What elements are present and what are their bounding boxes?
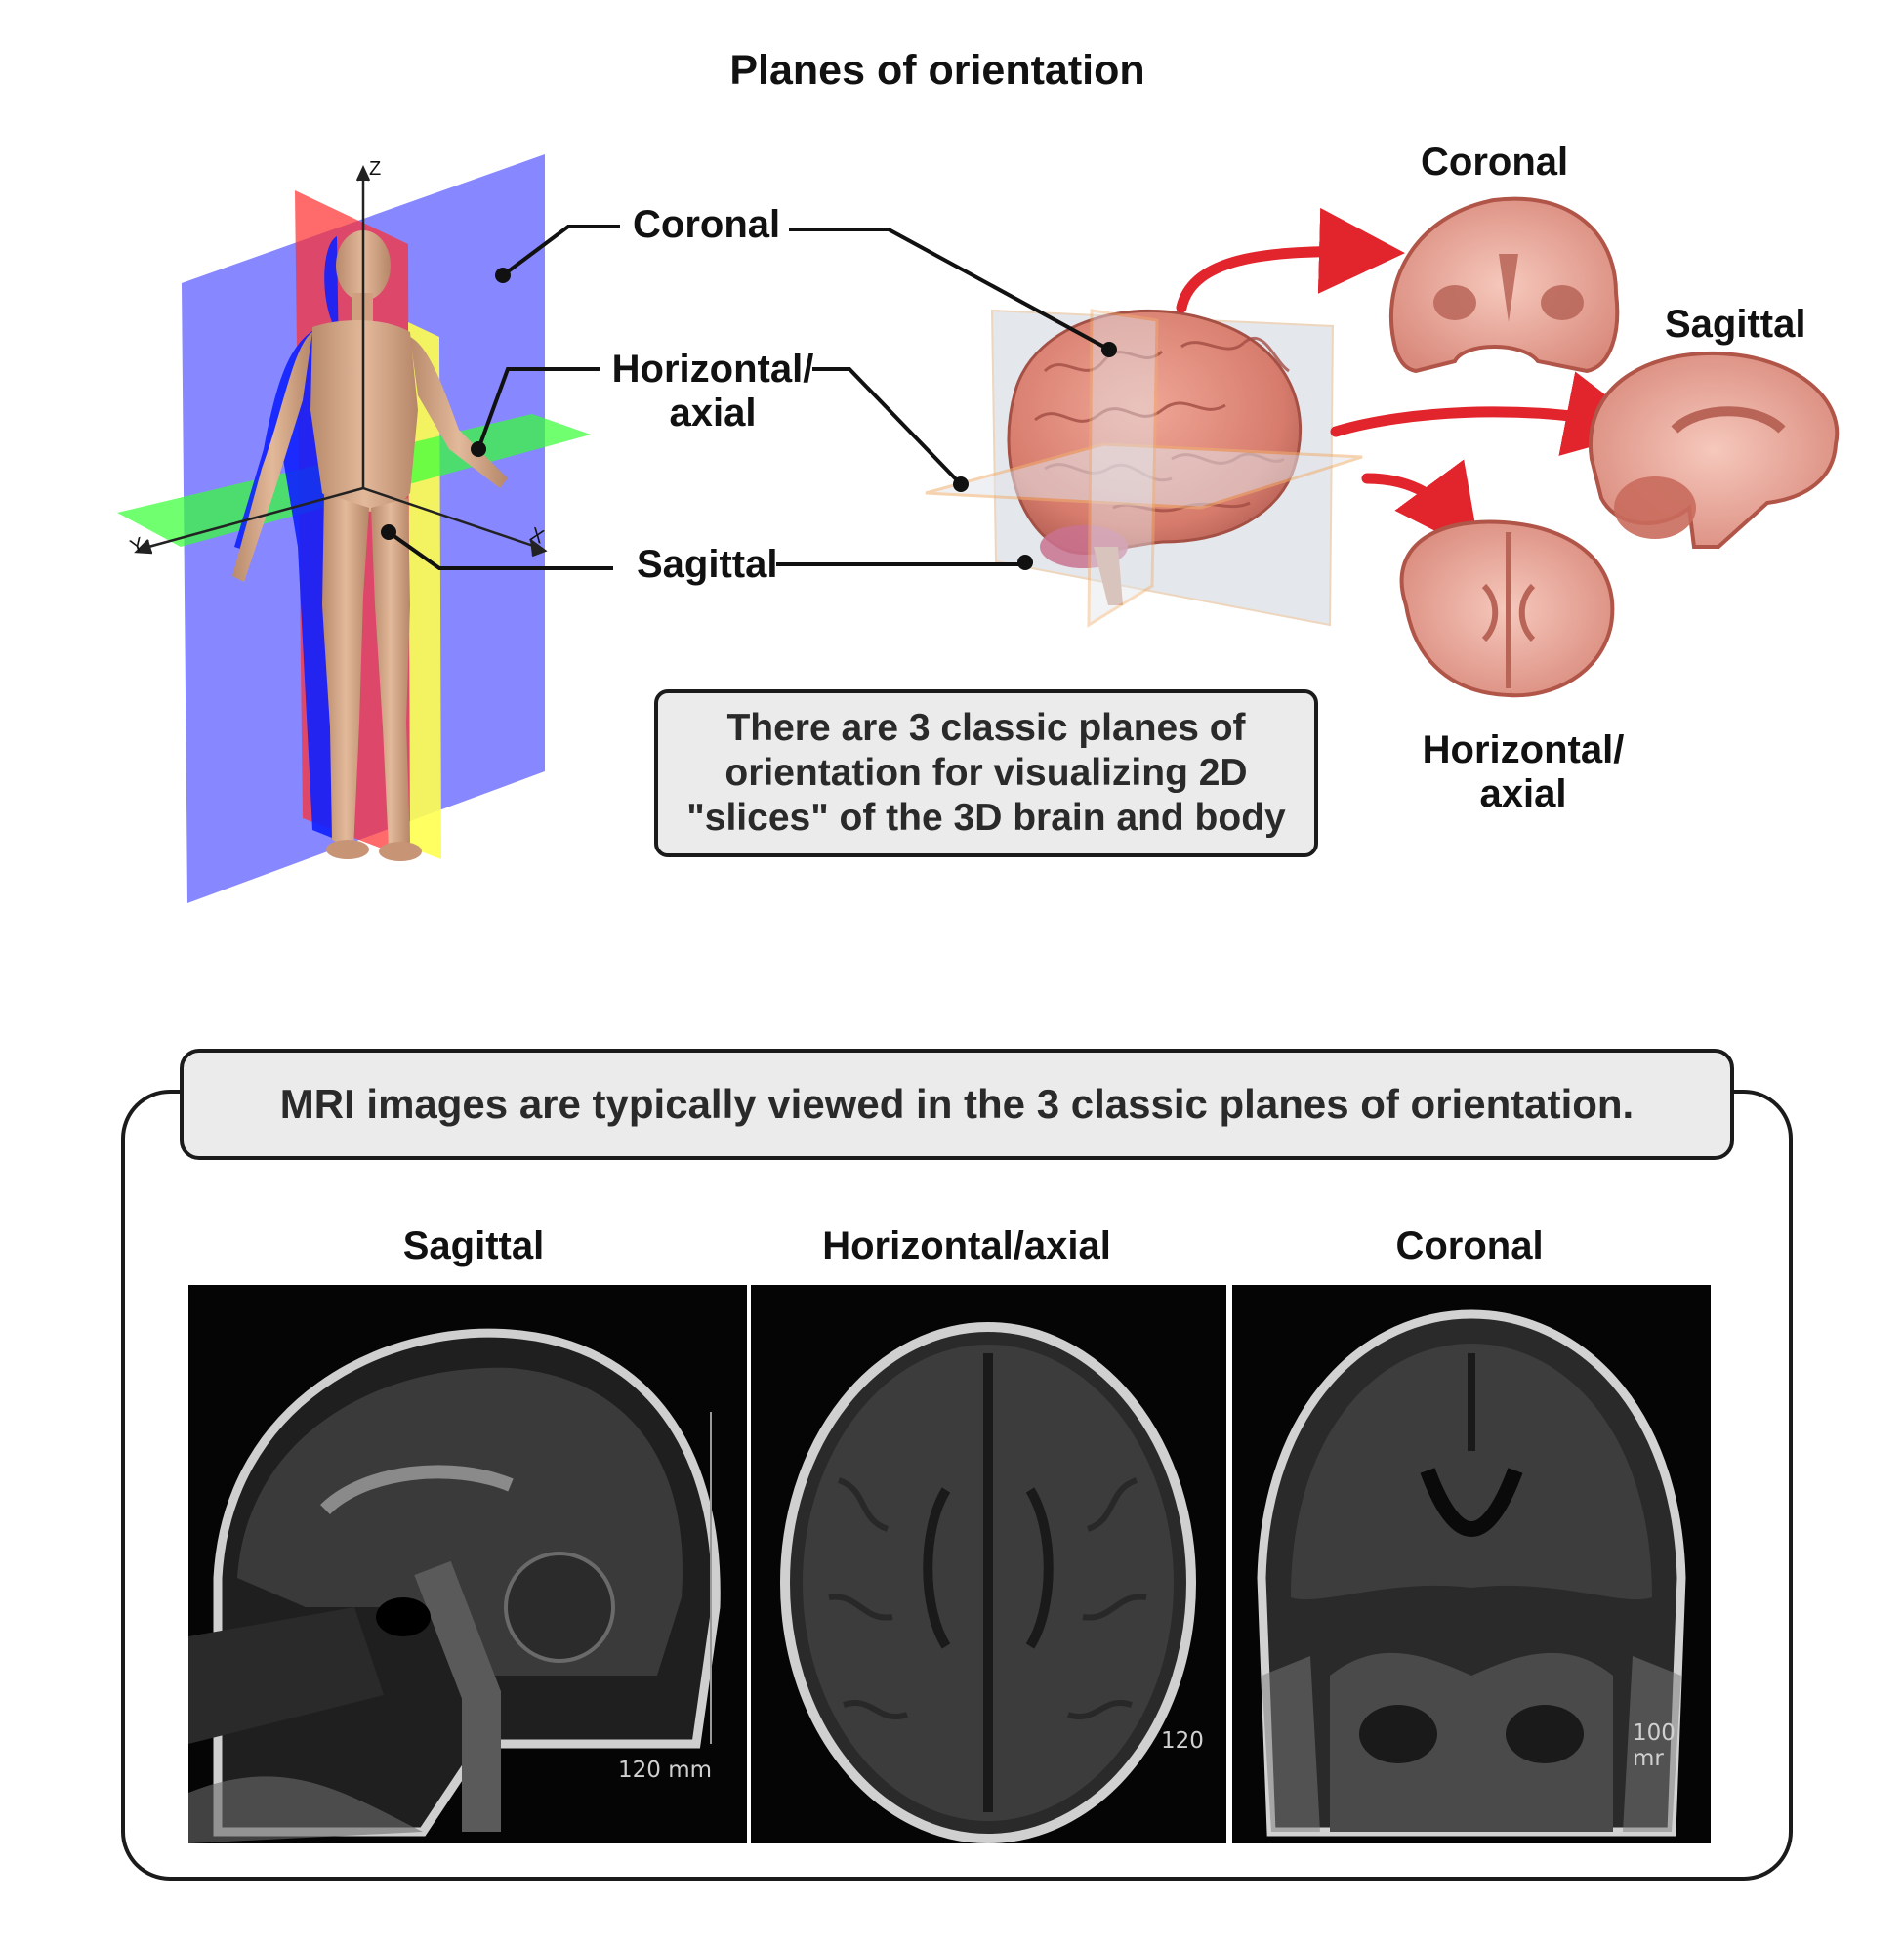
label-coronal: Coronal: [633, 203, 781, 246]
mri-scale-coronal: 100 mr: [1633, 1720, 1676, 1771]
mri-image-coronal: 100 mr: [1232, 1285, 1711, 1843]
page-title: Planes of orientation: [729, 47, 1145, 94]
label-horizontal-line1: Horizontal/: [611, 348, 814, 391]
mri-title-horizontal: Horizontal/axial: [822, 1224, 1111, 1267]
slice-label-horizontal-axial: Horizontal/ axial: [1416, 728, 1631, 816]
label-horizontal-line2: axial: [669, 392, 757, 435]
body-planes-figure: [117, 154, 591, 903]
horizontal-slice: [1399, 519, 1615, 698]
slice-label-sagittal: Sagittal: [1665, 303, 1806, 346]
slice-label-horizontal-line2: axial: [1479, 772, 1567, 815]
brain-leader-lines: [776, 228, 1110, 566]
sagittal-slice: [1588, 351, 1840, 549]
mri-image-horizontal: 120: [751, 1285, 1226, 1843]
slice-label-horizontal-line1: Horizontal/: [1422, 728, 1625, 771]
mri-banner: MRI images are typically viewed in the 3…: [180, 1049, 1734, 1160]
mri-scale-horizontal: 120: [1161, 1728, 1204, 1754]
axis-z-label: Z: [369, 158, 382, 180]
mri-title-coronal: Coronal: [1395, 1224, 1544, 1267]
body-leader-lines: [387, 225, 620, 570]
mri-scale-sagittal: 120 mm: [618, 1758, 713, 1783]
mri-title-sagittal: Sagittal: [402, 1224, 545, 1267]
slice-arrows: [1176, 207, 1652, 555]
brain-3d: [925, 309, 1363, 628]
axes: [134, 165, 548, 558]
slice-label-coronal: Coronal: [1421, 141, 1569, 184]
planes-callout: There are 3 classic planes of orientatio…: [654, 689, 1318, 857]
label-horizontal-axial: Horizontal/ axial: [605, 348, 820, 435]
coronal-slice: [1388, 196, 1620, 374]
mri-image-sagittal: 120 mm: [188, 1285, 747, 1843]
label-sagittal: Sagittal: [637, 543, 778, 586]
